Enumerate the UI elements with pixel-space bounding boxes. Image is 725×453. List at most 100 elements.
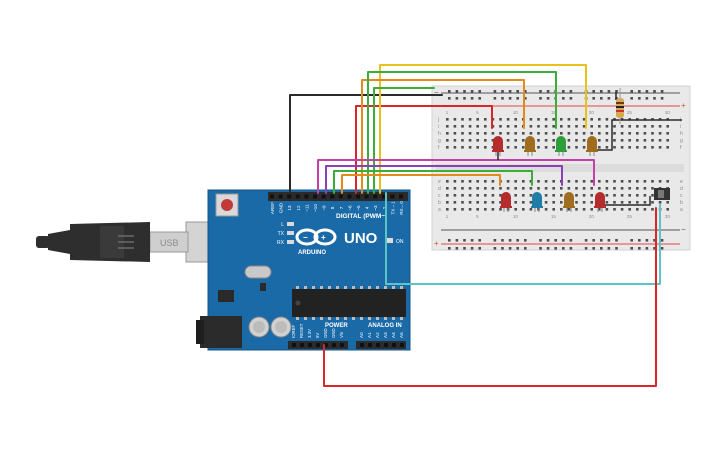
digital-pin-hole[interactable] (390, 194, 395, 199)
breadboard-holes (446, 90, 669, 250)
svg-text:10: 10 (513, 214, 519, 219)
power-pin-hole[interactable] (308, 343, 312, 347)
digital-label: DIGITAL (PWM~) (336, 213, 387, 220)
led[interactable] (555, 136, 567, 156)
analog-pin-hole[interactable] (392, 343, 396, 347)
analog-pin-label: A2 (375, 332, 380, 338)
analog-label: ANALOG IN (368, 323, 402, 329)
svg-text:20: 20 (589, 110, 595, 115)
analog-pin-hole[interactable] (400, 343, 404, 347)
rail-minus-top: − (434, 88, 439, 97)
digital-pin-label: ~5 (356, 205, 361, 211)
svg-text:a: a (680, 207, 683, 213)
arduino-logo: − + (295, 228, 337, 246)
svg-text:f: f (438, 145, 440, 151)
digital-pin-label: 13 (287, 205, 292, 211)
on-led: ON (386, 238, 404, 245)
power-label: POWER (325, 323, 348, 329)
svg-text:c: c (680, 193, 683, 199)
analog-pin-hole[interactable] (376, 343, 380, 347)
svg-text:f: f (680, 145, 682, 151)
svg-text:25: 25 (627, 110, 633, 115)
wire-green-top[interactable] (367, 71, 557, 194)
led[interactable] (594, 192, 606, 212)
power-pin-hole[interactable] (332, 343, 336, 347)
digital-pin-hole[interactable] (304, 194, 309, 199)
power-pin-label: 5V (315, 333, 320, 338)
wire-red-5v[interactable] (323, 207, 657, 387)
digital-pin-label: ~11 (304, 204, 309, 212)
svg-text:30: 30 (665, 110, 671, 115)
digital-pin-hole[interactable] (373, 194, 378, 199)
wire-teal[interactable] (385, 192, 661, 285)
rail-plus-top: + (681, 101, 686, 110)
power-pin-label: Vin (339, 331, 344, 338)
power-pin-hole[interactable] (340, 343, 344, 347)
analog-pin-hole[interactable] (360, 343, 364, 347)
svg-text:e: e (680, 179, 683, 185)
rail-plus-bottom: + (434, 239, 439, 248)
digital-pin-hole[interactable] (321, 194, 326, 199)
slide-switch[interactable] (654, 188, 670, 200)
atmega-chip (292, 286, 406, 320)
analog-pin-hole[interactable] (368, 343, 372, 347)
led[interactable] (524, 136, 536, 156)
power-pin-hole[interactable] (316, 343, 320, 347)
digital-pin-label: RX←0 (399, 201, 404, 215)
digital-pin-hole[interactable] (287, 194, 292, 199)
svg-text:i: i (680, 124, 681, 130)
analog-pin-label: A3 (383, 332, 388, 338)
svg-text:h: h (438, 131, 441, 137)
wire-black-gnd[interactable] (289, 94, 443, 194)
digital-pin-hole[interactable] (295, 194, 300, 199)
digital-pin-hole[interactable] (364, 194, 369, 199)
power-pin-label: GND (323, 328, 328, 338)
svg-text:i: i (438, 124, 439, 130)
analog-pin-hole[interactable] (384, 343, 388, 347)
digital-pin-hole[interactable] (399, 194, 403, 199)
led[interactable] (500, 192, 512, 212)
led[interactable] (531, 192, 543, 212)
resistor[interactable] (616, 88, 624, 124)
analog-pin-label: A5 (399, 332, 404, 338)
power-pin-hole[interactable] (300, 343, 304, 347)
digital-pin-label: 8 (330, 206, 335, 209)
led[interactable] (563, 192, 575, 212)
digital-pin-hole[interactable] (347, 194, 352, 199)
digital-pin-hole[interactable] (278, 194, 283, 199)
digital-pin-label: ~10 (313, 204, 318, 212)
analog-pin-label: A0 (359, 332, 364, 338)
digital-pin-hole[interactable] (330, 194, 335, 199)
svg-text:5: 5 (476, 214, 479, 219)
reset-button[interactable] (215, 193, 239, 217)
digital-pin-hole[interactable] (313, 194, 317, 199)
digital-pin-hole[interactable] (356, 194, 360, 199)
led[interactable] (492, 136, 504, 156)
wires (289, 64, 661, 387)
wire-orange[interactable] (361, 79, 525, 194)
led[interactable] (586, 136, 598, 156)
board-led-label: RX (277, 240, 285, 246)
digital-pin-hole[interactable] (270, 194, 274, 199)
digital-pin-hole[interactable] (381, 194, 386, 199)
wire-magenta[interactable] (317, 159, 595, 194)
svg-text:e: e (438, 179, 441, 185)
svg-text:h: h (680, 131, 683, 137)
voltage-regulator (218, 290, 234, 302)
power-pin-hole[interactable] (324, 343, 328, 347)
svg-text:15: 15 (551, 110, 557, 115)
svg-text:5: 5 (476, 110, 479, 115)
wire-orange-mid[interactable] (341, 174, 501, 194)
svg-text:g: g (680, 138, 683, 144)
wire-green-low[interactable] (373, 87, 435, 194)
digital-pin-label: 4 (365, 206, 370, 209)
digital-pin-hole[interactable] (338, 194, 343, 199)
wire-red-top[interactable] (355, 105, 493, 194)
power-pin-hole[interactable] (292, 343, 296, 347)
wire-yellow[interactable] (379, 64, 587, 194)
wire-green-mid[interactable] (333, 170, 533, 194)
wire-purple[interactable] (325, 165, 563, 194)
